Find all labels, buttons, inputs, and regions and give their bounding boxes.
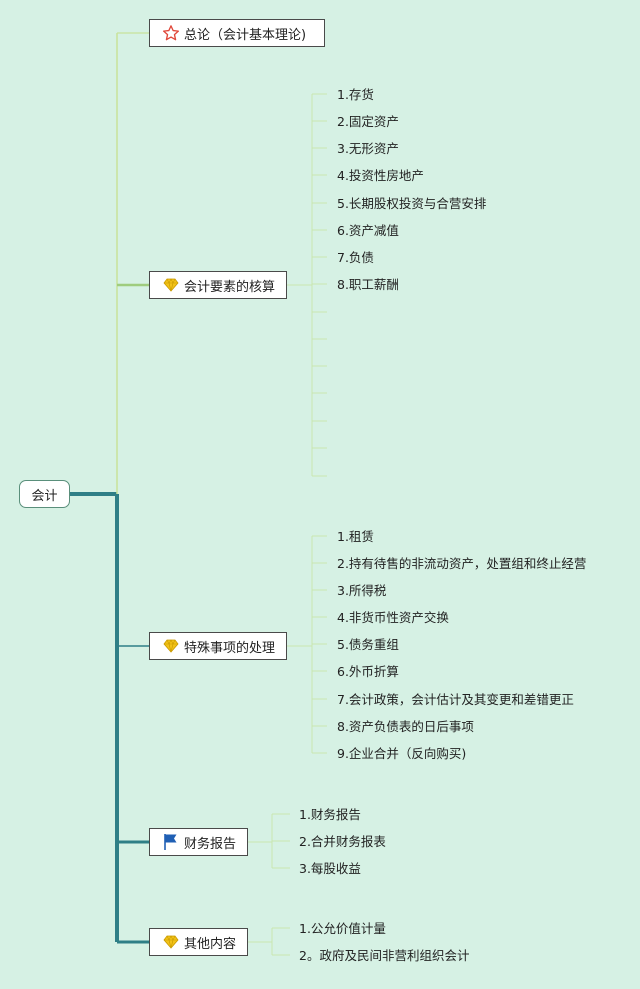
leaf-item[interactable]: 5.长期股权投资与合营安排 (337, 196, 487, 211)
leaf-item[interactable]: 9.企业合并（反向购买) (337, 746, 467, 761)
diamond-icon (162, 276, 180, 294)
leaf-item[interactable]: 7.负债 (337, 250, 374, 265)
leaf-item[interactable]: 2.固定资产 (337, 114, 399, 129)
branch-elements[interactable]: 会计要素的核算 (149, 271, 287, 299)
leaf-item[interactable]: 6.外币折算 (337, 664, 399, 679)
leaf-item[interactable]: 1.公允价值计量 (299, 921, 386, 936)
branch-financial-report[interactable]: 财务报告 (149, 828, 248, 856)
leaf-item[interactable]: 1.租赁 (337, 529, 374, 544)
leaf-item[interactable]: 5.债务重组 (337, 637, 399, 652)
leaf-item[interactable]: 2.合并财务报表 (299, 834, 386, 849)
diamond-icon (162, 933, 180, 951)
leaf-item[interactable]: 7.会计政策，会计估计及其变更和差错更正 (337, 692, 574, 707)
root-node[interactable]: 会计 (19, 480, 70, 508)
leaf-item[interactable]: 2。政府及民间非营利组织会计 (299, 948, 470, 963)
leaf-item[interactable]: 3.每股收益 (299, 861, 361, 876)
root-label: 会计 (31, 488, 58, 504)
leaf-item[interactable]: 3.所得税 (337, 583, 387, 598)
leaf-item[interactable]: 8.职工薪酬 (337, 277, 399, 292)
leaf-item[interactable]: 1.财务报告 (299, 807, 361, 822)
leaf-item[interactable]: 3.无形资产 (337, 141, 399, 156)
flag-icon (162, 833, 180, 851)
branch-label: 会计要素的核算 (184, 279, 276, 295)
leaf-item[interactable]: 4.非货币性资产交换 (337, 610, 449, 625)
diamond-icon (162, 637, 180, 655)
branch-label: 其他内容 (184, 936, 237, 952)
branch-label: 财务报告 (184, 836, 237, 852)
branch-general-theory[interactable]: 总论（会计基本理论) (149, 19, 325, 47)
leaf-item[interactable]: 8.资产负债表的日后事项 (337, 719, 474, 734)
branch-label: 总论（会计基本理论) (184, 27, 307, 43)
leaf-item[interactable]: 1.存货 (337, 87, 374, 102)
leaf-item[interactable]: 4.投资性房地产 (337, 168, 424, 183)
branch-label: 特殊事项的处理 (184, 640, 276, 656)
leaf-item[interactable]: 6.资产减值 (337, 223, 399, 238)
branch-special-matters[interactable]: 特殊事项的处理 (149, 632, 287, 660)
star-icon (162, 24, 180, 42)
leaf-item[interactable]: 2.持有待售的非流动资产，处置组和终止经营 (337, 556, 587, 571)
branch-other[interactable]: 其他内容 (149, 928, 248, 956)
